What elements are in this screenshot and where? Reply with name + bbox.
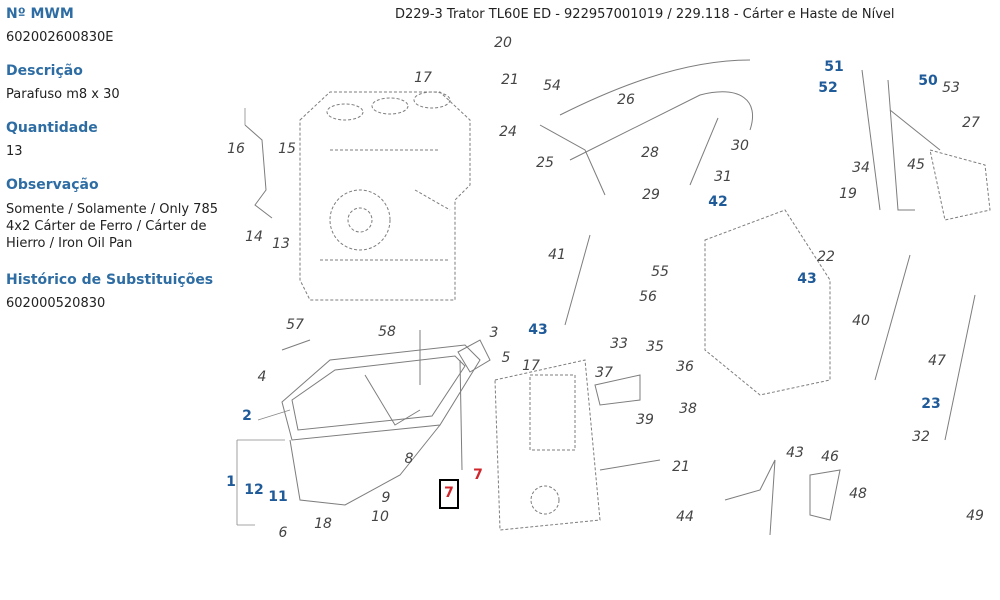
- history-label: Histórico de Substituições: [6, 272, 214, 288]
- callout-18[interactable]: 18: [314, 516, 332, 532]
- callout-20[interactable]: 20: [494, 35, 512, 51]
- callout-15[interactable]: 15: [278, 141, 296, 157]
- callout-1[interactable]: 1: [226, 474, 236, 490]
- callout-16[interactable]: 16: [227, 141, 245, 157]
- callout-19[interactable]: 19: [839, 186, 857, 202]
- callout-43[interactable]: 43: [797, 271, 817, 287]
- observation-value: Somente / Solamente / Only 785 4x2 Cárte…: [6, 202, 218, 251]
- callout-4[interactable]: 4: [257, 369, 267, 385]
- rod-53: [861, 69, 881, 211]
- description-value: Parafuso m8 x 30: [6, 87, 120, 102]
- callout-10[interactable]: 10: [371, 509, 389, 525]
- callout-9[interactable]: 9: [381, 490, 391, 506]
- callout-5[interactable]: 5: [501, 350, 511, 366]
- mwm-label: Nº MWM: [6, 6, 74, 22]
- callout-50[interactable]: 50: [918, 73, 938, 89]
- history-value: 602000520830: [6, 296, 106, 311]
- bracket-45-47: [724, 459, 776, 536]
- callout-27[interactable]: 27: [962, 115, 980, 131]
- callout-17[interactable]: 17: [414, 70, 432, 86]
- callout-55[interactable]: 55: [651, 264, 669, 280]
- callout-24[interactable]: 24: [499, 124, 517, 140]
- callout-7[interactable]: 7: [473, 467, 483, 483]
- bracket-48: [809, 469, 841, 521]
- dipstick-49: [944, 294, 976, 441]
- callout-47[interactable]: 47: [928, 353, 946, 369]
- quantity-value: 13: [6, 144, 23, 159]
- callout-37[interactable]: 37: [595, 365, 613, 381]
- callout-21[interactable]: 21: [501, 72, 519, 88]
- callout-45[interactable]: 45: [907, 157, 925, 173]
- callout-39[interactable]: 39: [636, 412, 654, 428]
- quantity-label: Quantidade: [6, 120, 98, 136]
- callout-34[interactable]: 34: [852, 160, 870, 176]
- callout-44[interactable]: 44: [676, 509, 694, 525]
- callout-49[interactable]: 49: [966, 508, 984, 524]
- callout-31[interactable]: 31: [714, 169, 732, 185]
- callout-32[interactable]: 32: [912, 429, 930, 445]
- oil-pan-drawing: [281, 344, 481, 506]
- callout-48[interactable]: 48: [849, 486, 867, 502]
- rod-42: [564, 234, 591, 326]
- selected-part-box: [439, 479, 459, 509]
- callout-46[interactable]: 46: [821, 449, 839, 465]
- diagram-title: D229-3 Trator TL60E ED - 922957001019 / …: [395, 7, 895, 22]
- callout-26[interactable]: 26: [617, 92, 635, 108]
- observation-label: Observação: [6, 177, 99, 193]
- filter-housing-drawing: [494, 359, 601, 531]
- callout-54[interactable]: 54: [543, 78, 561, 94]
- callout-43[interactable]: 43: [786, 445, 804, 461]
- callout-51[interactable]: 51: [824, 59, 844, 75]
- callout-53[interactable]: 53: [942, 80, 960, 96]
- mwm-value: 602002600830E: [6, 30, 114, 45]
- callout-6[interactable]: 6: [278, 525, 288, 541]
- callout-56[interactable]: 56: [639, 289, 657, 305]
- callout-14[interactable]: 14: [245, 229, 263, 245]
- callout-2[interactable]: 2: [242, 408, 252, 424]
- callout-57[interactable]: 57: [286, 317, 304, 333]
- rod-31: [689, 117, 719, 186]
- callout-40[interactable]: 40: [852, 313, 870, 329]
- right-block-drawing: [704, 149, 991, 396]
- callout-38[interactable]: 38: [679, 401, 697, 417]
- callout-58[interactable]: 58: [378, 324, 396, 340]
- part-info-panel: Nº MWM 602002600830E Descrição Parafuso …: [0, 0, 245, 600]
- callout-41[interactable]: 41: [548, 247, 566, 263]
- gasket-drawing: [457, 339, 491, 373]
- callout-25[interactable]: 25: [536, 155, 554, 171]
- callout-12[interactable]: 12: [244, 482, 264, 498]
- dipstick-59: [281, 339, 311, 351]
- callout-22[interactable]: 22: [817, 249, 835, 265]
- engine-block-drawing: [299, 91, 471, 301]
- callout-29[interactable]: 29: [642, 187, 660, 203]
- oil-pipe-left: [244, 124, 273, 219]
- callout-35[interactable]: 35: [646, 339, 664, 355]
- callout-8[interactable]: 8: [404, 451, 414, 467]
- dipstick-41: [874, 254, 911, 381]
- callout-7[interactable]: 7: [444, 485, 454, 501]
- callout-43[interactable]: 43: [528, 322, 548, 338]
- rod-52: [887, 79, 915, 211]
- callout-52[interactable]: 52: [818, 80, 838, 96]
- callout-28[interactable]: 28: [641, 145, 659, 161]
- cable-26: [559, 59, 751, 116]
- callout-13[interactable]: 13: [272, 236, 290, 252]
- callout-42[interactable]: 42: [708, 194, 728, 210]
- callout-11[interactable]: 11: [268, 489, 288, 505]
- callout-21[interactable]: 21: [672, 459, 690, 475]
- callout-36[interactable]: 36: [676, 359, 694, 375]
- callout-23[interactable]: 23: [921, 396, 941, 412]
- callout-33[interactable]: 33: [610, 336, 628, 352]
- callout-17[interactable]: 17: [522, 358, 540, 374]
- callout-3[interactable]: 3: [489, 325, 499, 341]
- callout-30[interactable]: 30: [731, 138, 749, 154]
- description-label: Descrição: [6, 63, 83, 79]
